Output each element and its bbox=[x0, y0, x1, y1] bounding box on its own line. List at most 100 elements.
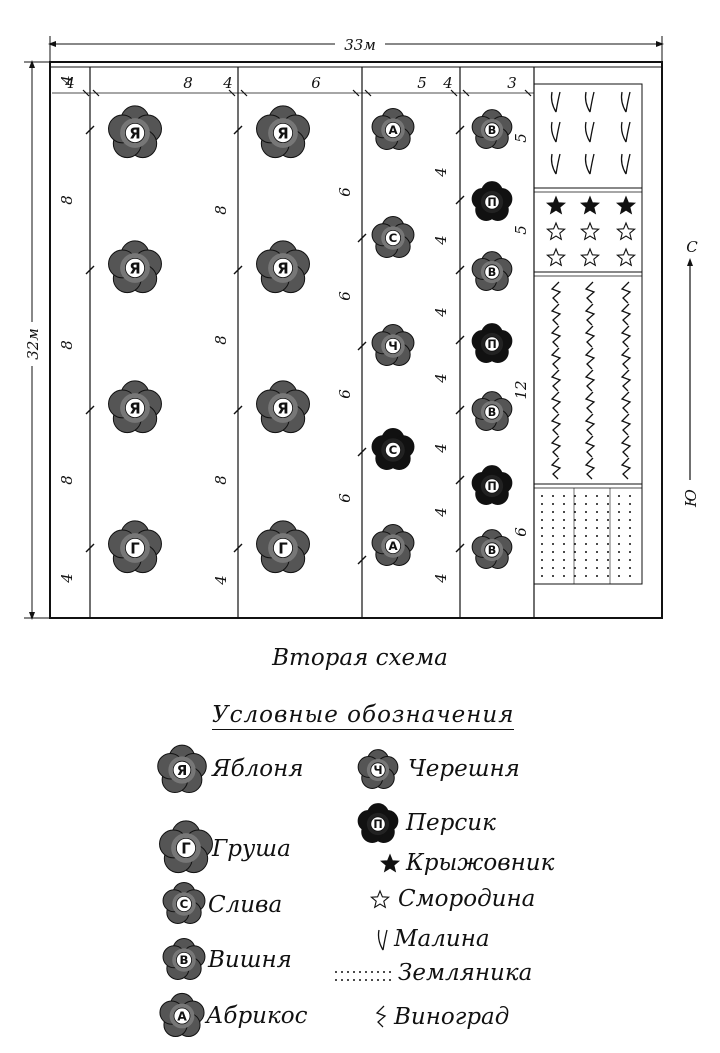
tree-col4-0: В bbox=[471, 109, 513, 149]
tree-col3-4: А bbox=[371, 524, 415, 566]
svg-text:Ч: Ч bbox=[373, 764, 382, 777]
legend-icon-raspberry bbox=[377, 929, 388, 951]
legend-icon-6: П bbox=[357, 803, 399, 843]
svg-text:Ч: Ч bbox=[388, 339, 398, 353]
legend-label-sweet-cherry: Черешня bbox=[408, 756, 520, 782]
tree-col4-4: В bbox=[471, 391, 513, 431]
svg-text:В: В bbox=[180, 953, 189, 967]
col3-dim-3: 6 bbox=[336, 493, 354, 503]
legend-label-gooseberry: Крыжовник bbox=[406, 850, 555, 876]
right-dim-0: 5 bbox=[512, 133, 530, 143]
legend-label-apricot: Абрикос bbox=[206, 1003, 308, 1029]
svg-text:Я: Я bbox=[277, 124, 288, 142]
svg-text:Я: Я bbox=[277, 399, 288, 417]
col4-dim-5: 4 bbox=[432, 507, 450, 518]
tree-col2-1: Я bbox=[256, 240, 310, 294]
plot-border bbox=[49, 61, 663, 619]
tree-col1-2: Я bbox=[108, 380, 162, 434]
svg-text:Г: Г bbox=[278, 539, 288, 557]
tree-col2-3: Г bbox=[256, 520, 310, 574]
col2-dim-2: 8 bbox=[212, 475, 230, 485]
svg-text:Г: Г bbox=[130, 539, 140, 557]
top-dimension-0: 4 bbox=[64, 74, 75, 92]
right-dim-3: 6 bbox=[512, 527, 530, 537]
col4-dim-1: 4 bbox=[432, 235, 450, 246]
legend-icon-currant bbox=[369, 889, 391, 909]
tree-col4-1: П bbox=[471, 181, 513, 221]
legend-label-pear: Груша bbox=[212, 836, 291, 862]
col4-dim-2: 4 bbox=[432, 307, 450, 318]
svg-text:В: В bbox=[488, 124, 497, 137]
legend-label-strawberry: Земляника bbox=[398, 960, 533, 986]
svg-text:В: В bbox=[488, 406, 497, 419]
top-dimension-5: 4 bbox=[442, 74, 453, 92]
tree-col1-3: Г bbox=[108, 520, 162, 574]
tree-col4-2: В bbox=[471, 251, 513, 291]
svg-text:А: А bbox=[177, 1008, 187, 1023]
top-dimension-6: 3 bbox=[507, 74, 517, 92]
compass-south: Ю bbox=[682, 489, 700, 508]
tree-col4-3: П bbox=[471, 323, 513, 363]
legend-label-raspberry: Малина bbox=[394, 926, 490, 952]
col2-dim-3: 4 bbox=[212, 575, 230, 586]
left-dim-0: 8 bbox=[58, 195, 76, 205]
right-dim-2: 12 bbox=[512, 380, 530, 399]
legend-icon-1: Г bbox=[159, 820, 213, 874]
legend-icon-3: В bbox=[162, 938, 206, 980]
tree-col3-2: Ч bbox=[371, 324, 415, 366]
total-width-label: 33м bbox=[344, 36, 376, 54]
legend-label-cherry: Вишня bbox=[208, 947, 292, 973]
left-dim-1: 8 bbox=[58, 340, 76, 350]
legend-label-currant: Смородина bbox=[398, 886, 536, 912]
top-dimension-2: 4 bbox=[222, 74, 233, 92]
svg-text:В: В bbox=[488, 266, 497, 279]
legend-label-grape: Виноград bbox=[394, 1004, 510, 1030]
legend-label-plum: Слива bbox=[208, 892, 283, 918]
svg-text:В: В bbox=[488, 544, 497, 557]
tree-col4-5: П bbox=[471, 465, 513, 505]
svg-text:Я: Я bbox=[277, 259, 288, 277]
left-top-dim: 4 bbox=[58, 75, 76, 86]
svg-text:С: С bbox=[389, 231, 398, 245]
svg-text:С: С bbox=[389, 443, 398, 457]
svg-text:П: П bbox=[487, 338, 496, 351]
col4-dim-3: 4 bbox=[432, 373, 450, 384]
tree-col3-1: С bbox=[371, 216, 415, 258]
col3-dim-2: 6 bbox=[336, 389, 354, 399]
legend-icon-2: С bbox=[162, 882, 206, 924]
legend-icon-0: Я bbox=[157, 744, 207, 794]
svg-text:А: А bbox=[388, 123, 398, 137]
legend-icon-strawberry bbox=[335, 971, 391, 981]
svg-text:Я: Я bbox=[177, 763, 188, 779]
left-dim-3: 4 bbox=[58, 573, 76, 584]
tree-col1-0: Я bbox=[108, 105, 162, 159]
svg-text:П: П bbox=[487, 196, 496, 209]
legend-icon-gooseberry bbox=[379, 853, 401, 873]
top-dimension-4: 5 bbox=[417, 74, 427, 92]
svg-text:Я: Я bbox=[129, 259, 140, 277]
legend-title: Условные обозначения bbox=[212, 702, 515, 730]
col4-dim-4: 4 bbox=[432, 443, 450, 454]
compass-north: С bbox=[686, 238, 698, 256]
svg-text:Я: Я bbox=[129, 124, 140, 142]
svg-text:П: П bbox=[487, 480, 496, 493]
svg-text:П: П bbox=[373, 818, 382, 831]
left-dim-2: 8 bbox=[58, 475, 76, 485]
legend-icon-5: Ч bbox=[357, 749, 399, 789]
right-dim-1: 5 bbox=[512, 225, 530, 235]
svg-text:Г: Г bbox=[181, 839, 191, 857]
tree-col3-0: А bbox=[371, 108, 415, 150]
col3-dim-0: 6 bbox=[336, 187, 354, 197]
svg-text:Я: Я bbox=[129, 399, 140, 417]
total-height-label: 32м bbox=[24, 328, 42, 360]
legend-label-apple: Яблоня bbox=[212, 756, 304, 782]
col2-dim-1: 8 bbox=[212, 335, 230, 345]
tree-col4-6: В bbox=[471, 529, 513, 569]
tree-col2-2: Я bbox=[256, 380, 310, 434]
top-dimension-3: 6 bbox=[311, 74, 321, 92]
top-dimension-1: 8 bbox=[183, 74, 193, 92]
legend-label-peach: Персик bbox=[406, 810, 496, 836]
col2-dim-0: 8 bbox=[212, 205, 230, 215]
legend-icon-4: А bbox=[159, 992, 205, 1037]
